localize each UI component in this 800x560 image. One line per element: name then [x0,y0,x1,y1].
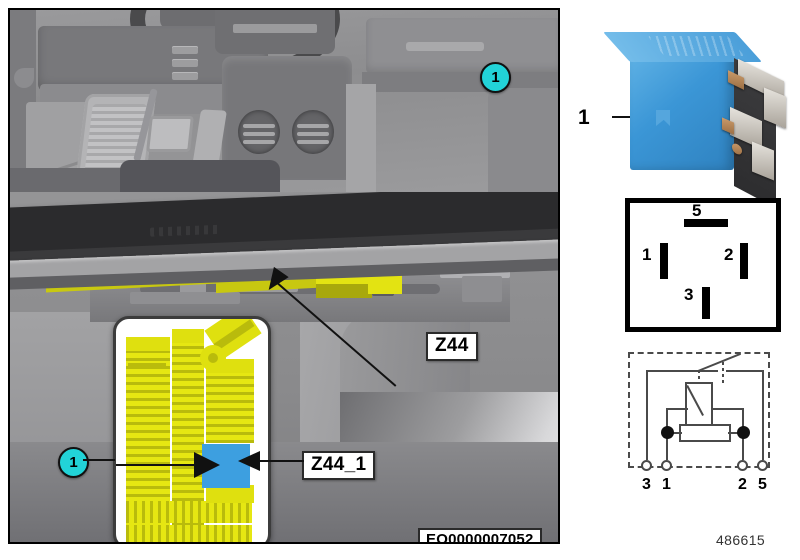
fuse-boss-hole [208,353,218,363]
door-sill [10,168,130,192]
wire-coil-right [711,408,744,410]
junction-node-left [661,426,674,439]
image-id-label: EO0000007052 [418,528,542,542]
pin-label-2: 2 [724,245,734,264]
wire-5-to-switch [726,370,764,372]
wire-coil-left [666,408,688,410]
relay-pinout-diagram: 5 1 2 3 [625,198,781,332]
terminal-label-1: 1 [662,476,671,493]
pin-label-3: 3 [684,285,694,304]
fuse-row-right [206,371,254,443]
pin-blade-1 [660,243,668,279]
fuse-row-bottom [126,501,252,523]
relay-leader-line [612,116,634,118]
brake-pedal [146,116,194,152]
terminal-circle-2 [737,460,748,471]
terminal-label-5: 5 [758,476,767,493]
junction-node-right [737,426,750,439]
console-side-wall [346,84,376,192]
z44-1-arrow-head [238,451,260,471]
fuse-row-middle-top [172,329,204,343]
pin-blade-3 [702,287,710,319]
terminal-label-3: 3 [642,476,651,493]
dashboard-right-panel [366,18,558,74]
wire-coil-right-down [742,408,744,434]
a-pillar [10,10,36,192]
relay-circuit-schematic: 3 1 2 5 [622,348,784,503]
pin-blade-2 [740,243,748,279]
fuse-divider-1 [128,363,166,367]
fuse-box-detail-inset [113,316,271,542]
bracket-g [462,276,502,302]
under-dash-photo [10,192,558,542]
wire-terminal-3 [646,370,648,460]
air-vent-right [292,110,334,154]
relay-photo: 1 [578,28,790,209]
fuse-row-left [126,349,170,529]
center-stack [222,56,352,180]
position-marker-inset: 1 [58,447,89,478]
switch-common-bar [674,370,718,372]
air-vent-left [238,110,280,154]
fuse-carrier-block-edge [316,284,372,298]
marker-leader-line [83,459,115,461]
sheet-number: 486615 [716,532,766,548]
lower-floor-shadow [10,442,558,542]
relay-body [630,46,734,170]
fuse-row-right-lower [206,485,254,503]
center-console-top [215,10,335,54]
bracket-h [130,292,240,304]
wire-res-left [666,432,682,434]
wire-terminal-1 [666,432,668,460]
wire-terminal-2 [742,432,744,460]
switch-actuator-dashed [698,370,700,384]
terminal-circle-3 [641,460,652,471]
wire-3-to-switch [646,370,676,372]
wire-terminal-5 [762,370,764,460]
schematic-boundary [628,352,770,468]
dashboard-switch-cluster [172,46,202,98]
relay-notch [656,110,670,126]
z44-1-leader-line [242,460,304,462]
coil-actuator-dashed [722,362,724,384]
pin-label-5: 5 [692,201,702,220]
photo-panel: 1 Z44 [8,8,560,544]
pin-blade-5 [684,219,728,227]
relay-top-marking [647,36,745,56]
vehicle-footwell-photo: 1 [10,10,558,192]
inset-left-arrow-head [194,452,220,478]
terminal-label-2: 2 [738,476,747,493]
relay-item-number: 1 [578,106,590,129]
position-marker-upper: 1 [480,62,511,93]
terminal-circle-5 [757,460,768,471]
fuse-row-left-top [126,337,170,351]
dash-emboss [149,224,221,237]
callout-z44-1: Z44_1 [302,451,376,480]
fuse-row-bottom-2 [126,525,252,542]
callout-z44: Z44 [426,332,478,361]
terminal-circle-1 [661,460,672,471]
pin-label-1: 1 [642,245,652,264]
inset-left-leader [116,464,204,466]
coil-resistor [679,424,731,442]
wire-coil-left-down [666,408,668,434]
passenger-footwell [488,88,558,192]
seat-base [120,160,280,192]
